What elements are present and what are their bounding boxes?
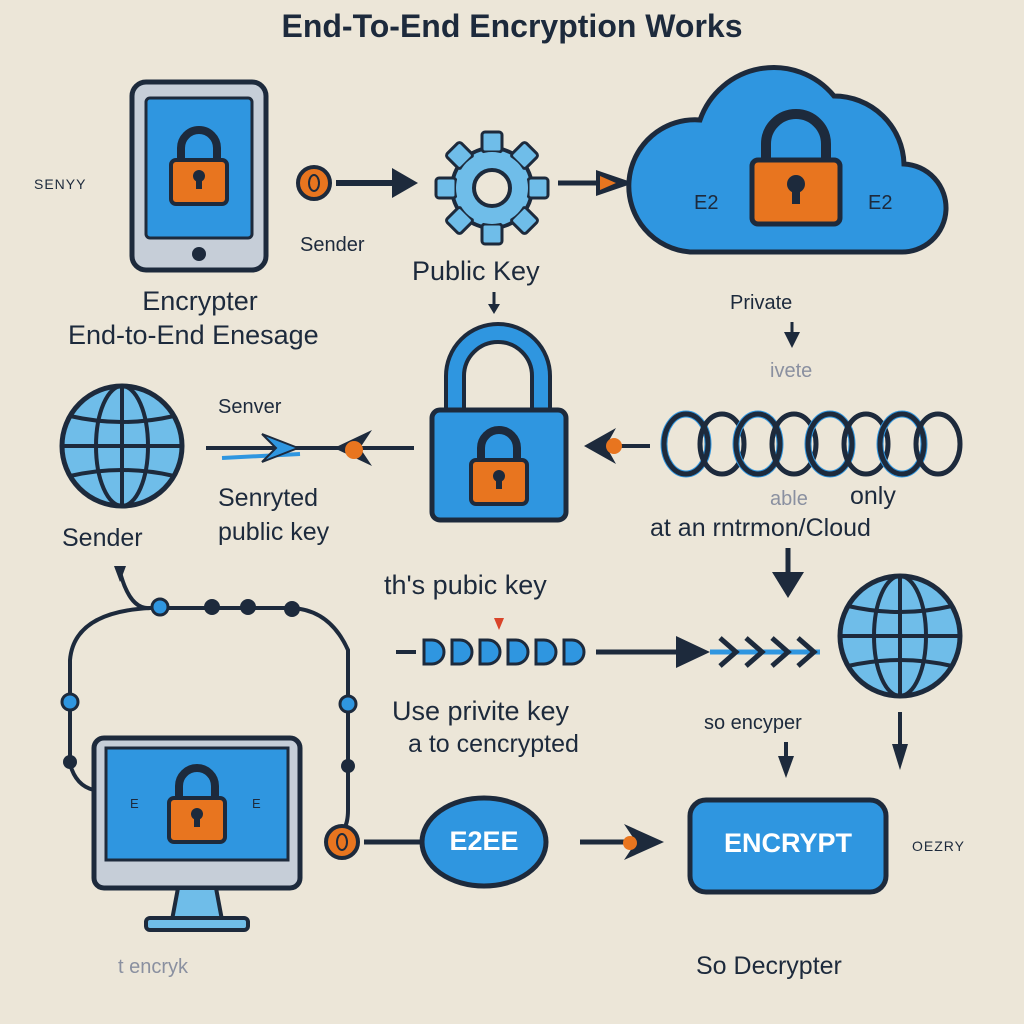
globe-icon	[840, 576, 960, 696]
cloud-icon	[626, 65, 949, 255]
arrow-right-icon	[336, 168, 418, 198]
orange-node-icon	[324, 824, 360, 860]
ivete-label: ivete	[770, 360, 813, 382]
arrow-down-icon	[778, 742, 794, 778]
arrow-down-icon	[892, 712, 908, 770]
public-key-small-label: public key	[218, 518, 330, 546]
diagram-title: End-To-End Encryption Works	[281, 8, 743, 44]
arrow-down-icon	[488, 292, 500, 314]
private-label: Private	[730, 292, 793, 314]
e2ee-badge	[419, 795, 549, 889]
use-private-key-label: Use privite key	[392, 696, 570, 726]
arrow-down-icon	[772, 548, 804, 598]
arrow-right-icon	[580, 824, 664, 860]
pubic-key-label: th's pubic key	[384, 570, 547, 600]
monitor-icon: E E	[91, 735, 303, 932]
encrypt-box	[687, 797, 889, 895]
cloud-right-label: E2	[868, 192, 893, 214]
arrow-line-icon	[206, 430, 414, 466]
arrow-chain-icon	[396, 636, 820, 668]
chain-icon	[660, 410, 963, 478]
svg-text:E: E	[130, 796, 139, 811]
oezry-label: OEZRY	[912, 838, 965, 854]
only-label: only	[850, 482, 896, 510]
padlock-icon	[429, 322, 569, 523]
arrow-down-icon	[784, 322, 800, 348]
arrow-right-icon	[558, 170, 634, 196]
bottom-encry-label: t encryk	[118, 956, 189, 978]
cloud-note-label: at an rntrmon/Cloud	[650, 514, 871, 542]
sender-globe-label: Sender	[62, 524, 143, 552]
senver-label: Senver	[218, 396, 282, 418]
svg-text:E: E	[252, 796, 261, 811]
able-label: able	[770, 488, 808, 510]
encrypter-label: Encrypter	[142, 286, 258, 316]
globe-icon	[62, 386, 182, 506]
so-decrypter-label: So Decrypter	[696, 952, 842, 980]
arrow-left-icon	[584, 428, 650, 464]
end-to-end-message-label: End-to-End Enesage	[68, 320, 319, 350]
sender-label: Sender	[300, 234, 365, 256]
gear-icon	[434, 130, 550, 246]
cloud-left-label: E2	[694, 192, 719, 214]
phone-icon	[129, 79, 269, 273]
public-key-label: Public Key	[412, 256, 540, 286]
senyy-label: SENYY	[34, 176, 87, 192]
to-encrypted-label: a to cencrypted	[408, 730, 579, 758]
enrypted-label: Senryted	[218, 484, 319, 512]
so-encryper-label: so encyper	[704, 712, 802, 734]
marker-icon	[494, 618, 504, 630]
encrypt-label: ENCRYPT	[723, 828, 852, 858]
orange-node-icon	[296, 165, 332, 201]
e2ee-label: E2EE	[449, 826, 519, 856]
